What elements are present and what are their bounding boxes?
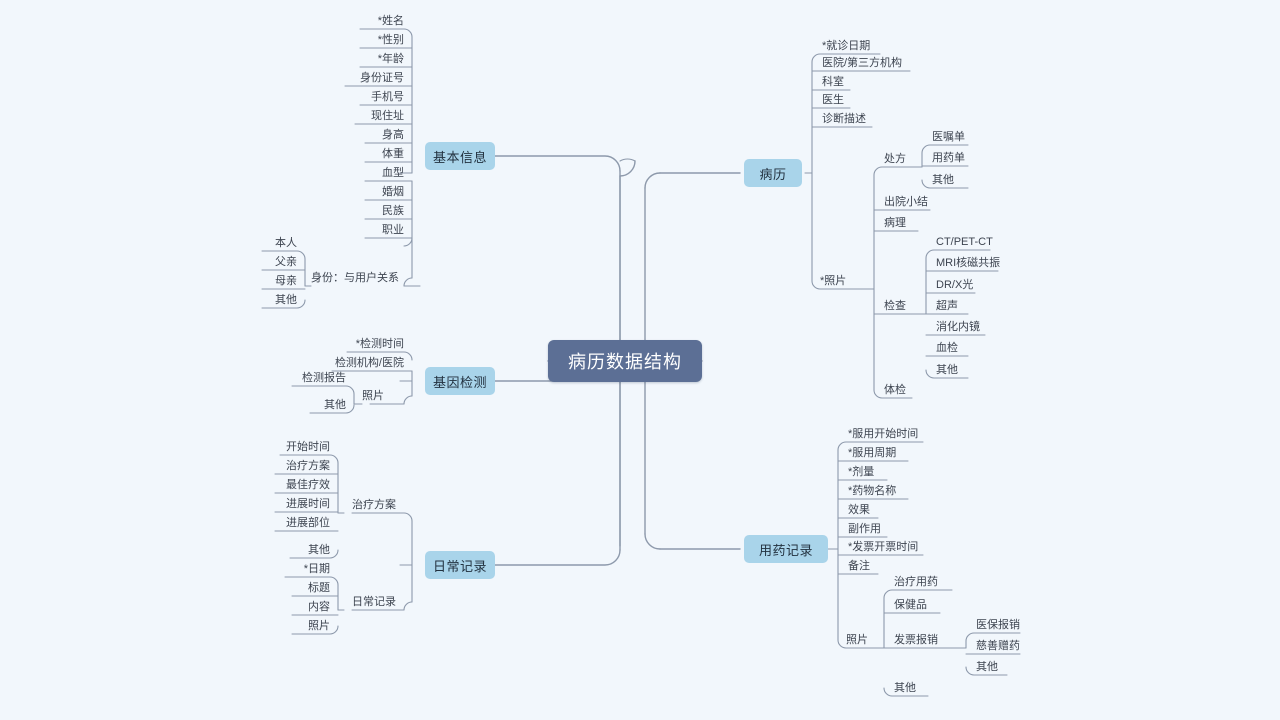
leaf-examination-4[interactable]: 消化内镜 <box>936 321 980 333</box>
leaf-examination-6[interactable]: 其他 <box>936 364 958 376</box>
branch-node-basic-info[interactable]: 基本信息 <box>425 142 495 170</box>
mid-node-invoice-reimbursement[interactable]: 发票报销 <box>894 634 938 646</box>
leaf-examination-1[interactable]: MRI核磁共振 <box>936 257 1001 269</box>
mid-node-medication-photo[interactable]: 照片 <box>846 634 868 646</box>
leaf-medical-record-4[interactable]: 诊断描述 <box>822 113 866 125</box>
leaf-gene-test-0[interactable]: *检测时间 <box>355 338 404 350</box>
leaf-basic-info-7[interactable]: 体重 <box>382 148 404 160</box>
leaf-examination-5[interactable]: 血检 <box>936 342 958 354</box>
leaf-medication-3[interactable]: *药物名称 <box>848 485 897 497</box>
leaf-treatment-plan-1[interactable]: 治疗方案 <box>286 460 330 472</box>
leaf-medication-4[interactable]: 效果 <box>848 504 870 516</box>
mid-node-medical-photo[interactable]: *照片 <box>820 275 847 287</box>
leaf-treatment-plan-2[interactable]: 最佳疗效 <box>286 479 330 491</box>
leaf-prescription-0[interactable]: 医嘱单 <box>932 131 965 143</box>
branch-node-medication-record[interactable]: 用药记录 <box>744 535 828 563</box>
branch-node-daily-record[interactable]: 日常记录 <box>425 551 495 579</box>
mid-node-discharge-summary[interactable]: 出院小结 <box>884 196 928 208</box>
mid-node-prescription[interactable]: 处方 <box>884 153 906 165</box>
leaf-prescription-1[interactable]: 用药单 <box>932 152 965 164</box>
leaf-medical-record-3[interactable]: 医生 <box>822 94 844 106</box>
leaf-medication-7[interactable]: 备注 <box>848 560 870 572</box>
leaf-basic-info-9[interactable]: 婚烟 <box>382 186 404 198</box>
leaf-daily-log-2[interactable]: 内容 <box>308 601 330 613</box>
leaf-treatment-plan-0[interactable]: 开始时间 <box>286 441 330 453</box>
leaf-treatment-plan-4[interactable]: 进展部位 <box>286 517 330 529</box>
leaf-daily-log-1[interactable]: 标题 <box>308 582 330 594</box>
leaf-basic-info-1[interactable]: *性别 <box>377 34 404 46</box>
leaf-identity-0[interactable]: 本人 <box>275 237 297 249</box>
leaf-identity-1[interactable]: 父亲 <box>275 256 297 268</box>
mid-node-examination[interactable]: 检查 <box>884 300 906 312</box>
leaf-gene-photo-1[interactable]: 其他 <box>324 399 346 411</box>
leaf-medication-1[interactable]: *服用周期 <box>848 447 897 459</box>
leaf-daily-log-3[interactable]: 照片 <box>308 620 330 632</box>
mid-node-medication-photo-other[interactable]: 其他 <box>894 682 916 694</box>
leaf-identity-3[interactable]: 其他 <box>275 294 297 306</box>
leaf-basic-info-4[interactable]: 手机号 <box>371 91 404 103</box>
leaf-examination-0[interactable]: CT/PET-CT <box>936 236 993 248</box>
leaf-medical-record-2[interactable]: 科室 <box>822 76 844 88</box>
mid-node-physical-exam[interactable]: 体检 <box>884 384 906 396</box>
leaf-basic-info-11[interactable]: 职业 <box>382 224 404 236</box>
leaf-prescription-2[interactable]: 其他 <box>932 174 954 186</box>
leaf-basic-info-2[interactable]: *年龄 <box>377 53 404 65</box>
leaf-invoice-1[interactable]: 慈善赠药 <box>976 640 1020 652</box>
mid-node-treatment-plan[interactable]: 治疗方案 <box>352 499 396 511</box>
leaf-medication-0[interactable]: *服用开始时间 <box>848 428 919 440</box>
leaf-basic-info-5[interactable]: 现住址 <box>371 110 404 122</box>
branch-node-medical-record[interactable]: 病历 <box>744 159 802 187</box>
mid-node-gene-photo[interactable]: 照片 <box>362 390 384 402</box>
mid-node-therapy-drug[interactable]: 治疗用药 <box>894 576 938 588</box>
leaf-invoice-0[interactable]: 医保报销 <box>976 619 1020 631</box>
leaf-basic-info-10[interactable]: 民族 <box>382 205 404 217</box>
root-node[interactable]: 病历数据结构 <box>548 340 702 382</box>
mid-node-daily-log[interactable]: 日常记录 <box>352 596 396 608</box>
mid-node-health-product[interactable]: 保健品 <box>894 599 927 611</box>
leaf-medication-2[interactable]: *剂量 <box>848 466 875 478</box>
leaf-basic-info-8[interactable]: 血型 <box>382 167 404 179</box>
leaf-examination-2[interactable]: DR/X光 <box>936 279 974 291</box>
leaf-medication-5[interactable]: 副作用 <box>848 523 881 535</box>
leaf-basic-info-0[interactable]: *姓名 <box>377 15 404 27</box>
leaf-gene-photo-0[interactable]: 检测报告 <box>302 372 346 384</box>
leaf-daily-log-0[interactable]: *日期 <box>303 563 330 575</box>
leaf-gene-test-1[interactable]: 检测机构/医院 <box>334 357 404 369</box>
mid-node-identity[interactable]: 身份：与用户关系 <box>311 272 399 284</box>
leaf-basic-info-6[interactable]: 身高 <box>382 129 404 141</box>
leaf-basic-info-3[interactable]: 身份证号 <box>360 72 404 84</box>
leaf-identity-2[interactable]: 母亲 <box>275 275 297 287</box>
leaf-medical-record-0[interactable]: *就诊日期 <box>822 40 871 52</box>
mid-node-pathology[interactable]: 病理 <box>884 217 906 229</box>
leaf-examination-3[interactable]: 超声 <box>936 300 958 312</box>
leaf-medical-record-1[interactable]: 医院/第三方机构 <box>822 57 903 69</box>
leaf-treatment-plan-3[interactable]: 进展时间 <box>286 498 330 510</box>
leaf-medication-6[interactable]: *发票开票时间 <box>848 541 919 553</box>
leaf-invoice-2[interactable]: 其他 <box>976 661 998 673</box>
leaf-treatment-plan-5[interactable]: 其他 <box>308 544 330 556</box>
branch-node-gene-test[interactable]: 基因检测 <box>425 367 495 395</box>
